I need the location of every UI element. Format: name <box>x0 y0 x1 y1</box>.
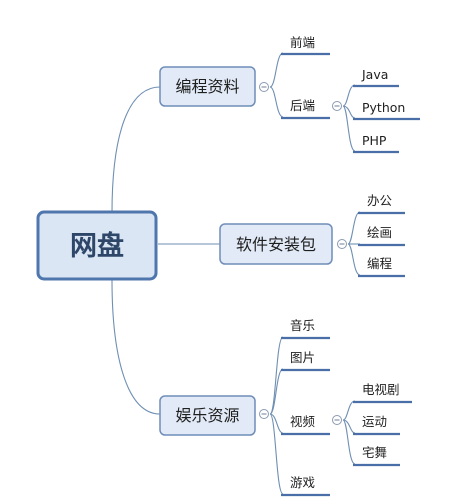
branch-node-label: 编程资料 <box>175 77 239 96</box>
branch-node-label: 娱乐资源 <box>175 406 239 425</box>
connector-entertainment-games <box>269 413 284 495</box>
connector-video-otakudance <box>342 419 356 465</box>
leaf-label-php: PHP <box>362 133 387 148</box>
connector-video-tvseries <box>342 400 356 421</box>
branch-node-box[interactable] <box>159 395 256 436</box>
connector-entertainment-video <box>269 413 284 434</box>
connector-backend-php <box>342 105 356 152</box>
collapse-toggle-icon[interactable] <box>332 101 342 111</box>
node-label-video: 视频 <box>290 414 316 429</box>
root-connectors <box>111 86 220 415</box>
collapse-toggle-icon[interactable] <box>259 409 269 419</box>
branch-node-box[interactable] <box>159 66 256 107</box>
connector-root-programming <box>111 86 161 214</box>
connector-programming-backend <box>269 86 284 118</box>
leaf-label-python: Python <box>362 100 405 115</box>
connector-video-sports <box>342 419 356 434</box>
node-label-office: 办公 <box>367 193 393 208</box>
root-node[interactable]: 网盘 <box>36 210 158 281</box>
branch-entertainment: 娱乐资源 音乐 图片 视频 游戏 电视剧 运动 宅舞 <box>159 318 412 497</box>
branch-programming: 编程资料 前端 后端 Java Python PHP <box>159 35 420 154</box>
collapse-toggle-icon[interactable] <box>337 239 347 249</box>
node-label-frontend: 前端 <box>290 35 315 50</box>
collapse-toggle-icon[interactable] <box>332 415 342 425</box>
node-label-backend: 后端 <box>290 98 315 113</box>
leaf-label-otakudance: 宅舞 <box>362 445 387 460</box>
root-node-box[interactable] <box>36 210 158 281</box>
branch-software: 软件安装包 办公 绘画 编程 <box>219 193 405 278</box>
collapse-toggle-icon[interactable] <box>259 82 269 92</box>
connector-entertainment-music <box>269 336 284 415</box>
connector-backend-java <box>342 84 356 107</box>
node-label-programming: 编程 <box>367 256 393 271</box>
node-label-drawing: 绘画 <box>367 225 392 240</box>
connector-software-office <box>347 211 361 245</box>
leaf-label-tvseries: 电视剧 <box>362 382 400 397</box>
node-label-games: 游戏 <box>290 475 315 490</box>
root-node-label: 网盘 <box>70 230 124 262</box>
connector-root-entertainment <box>111 279 161 415</box>
branch-node-box[interactable] <box>219 223 333 265</box>
leaf-label-java: Java <box>361 67 388 82</box>
branch-node-label: 软件安装包 <box>236 235 316 254</box>
connector-programming-frontend <box>269 52 284 88</box>
node-label-pictures: 图片 <box>290 350 315 365</box>
node-label-music: 音乐 <box>290 318 315 333</box>
connector-backend-python <box>342 105 356 119</box>
connector-software-programming <box>347 243 361 276</box>
leaf-label-sports: 运动 <box>362 414 387 429</box>
